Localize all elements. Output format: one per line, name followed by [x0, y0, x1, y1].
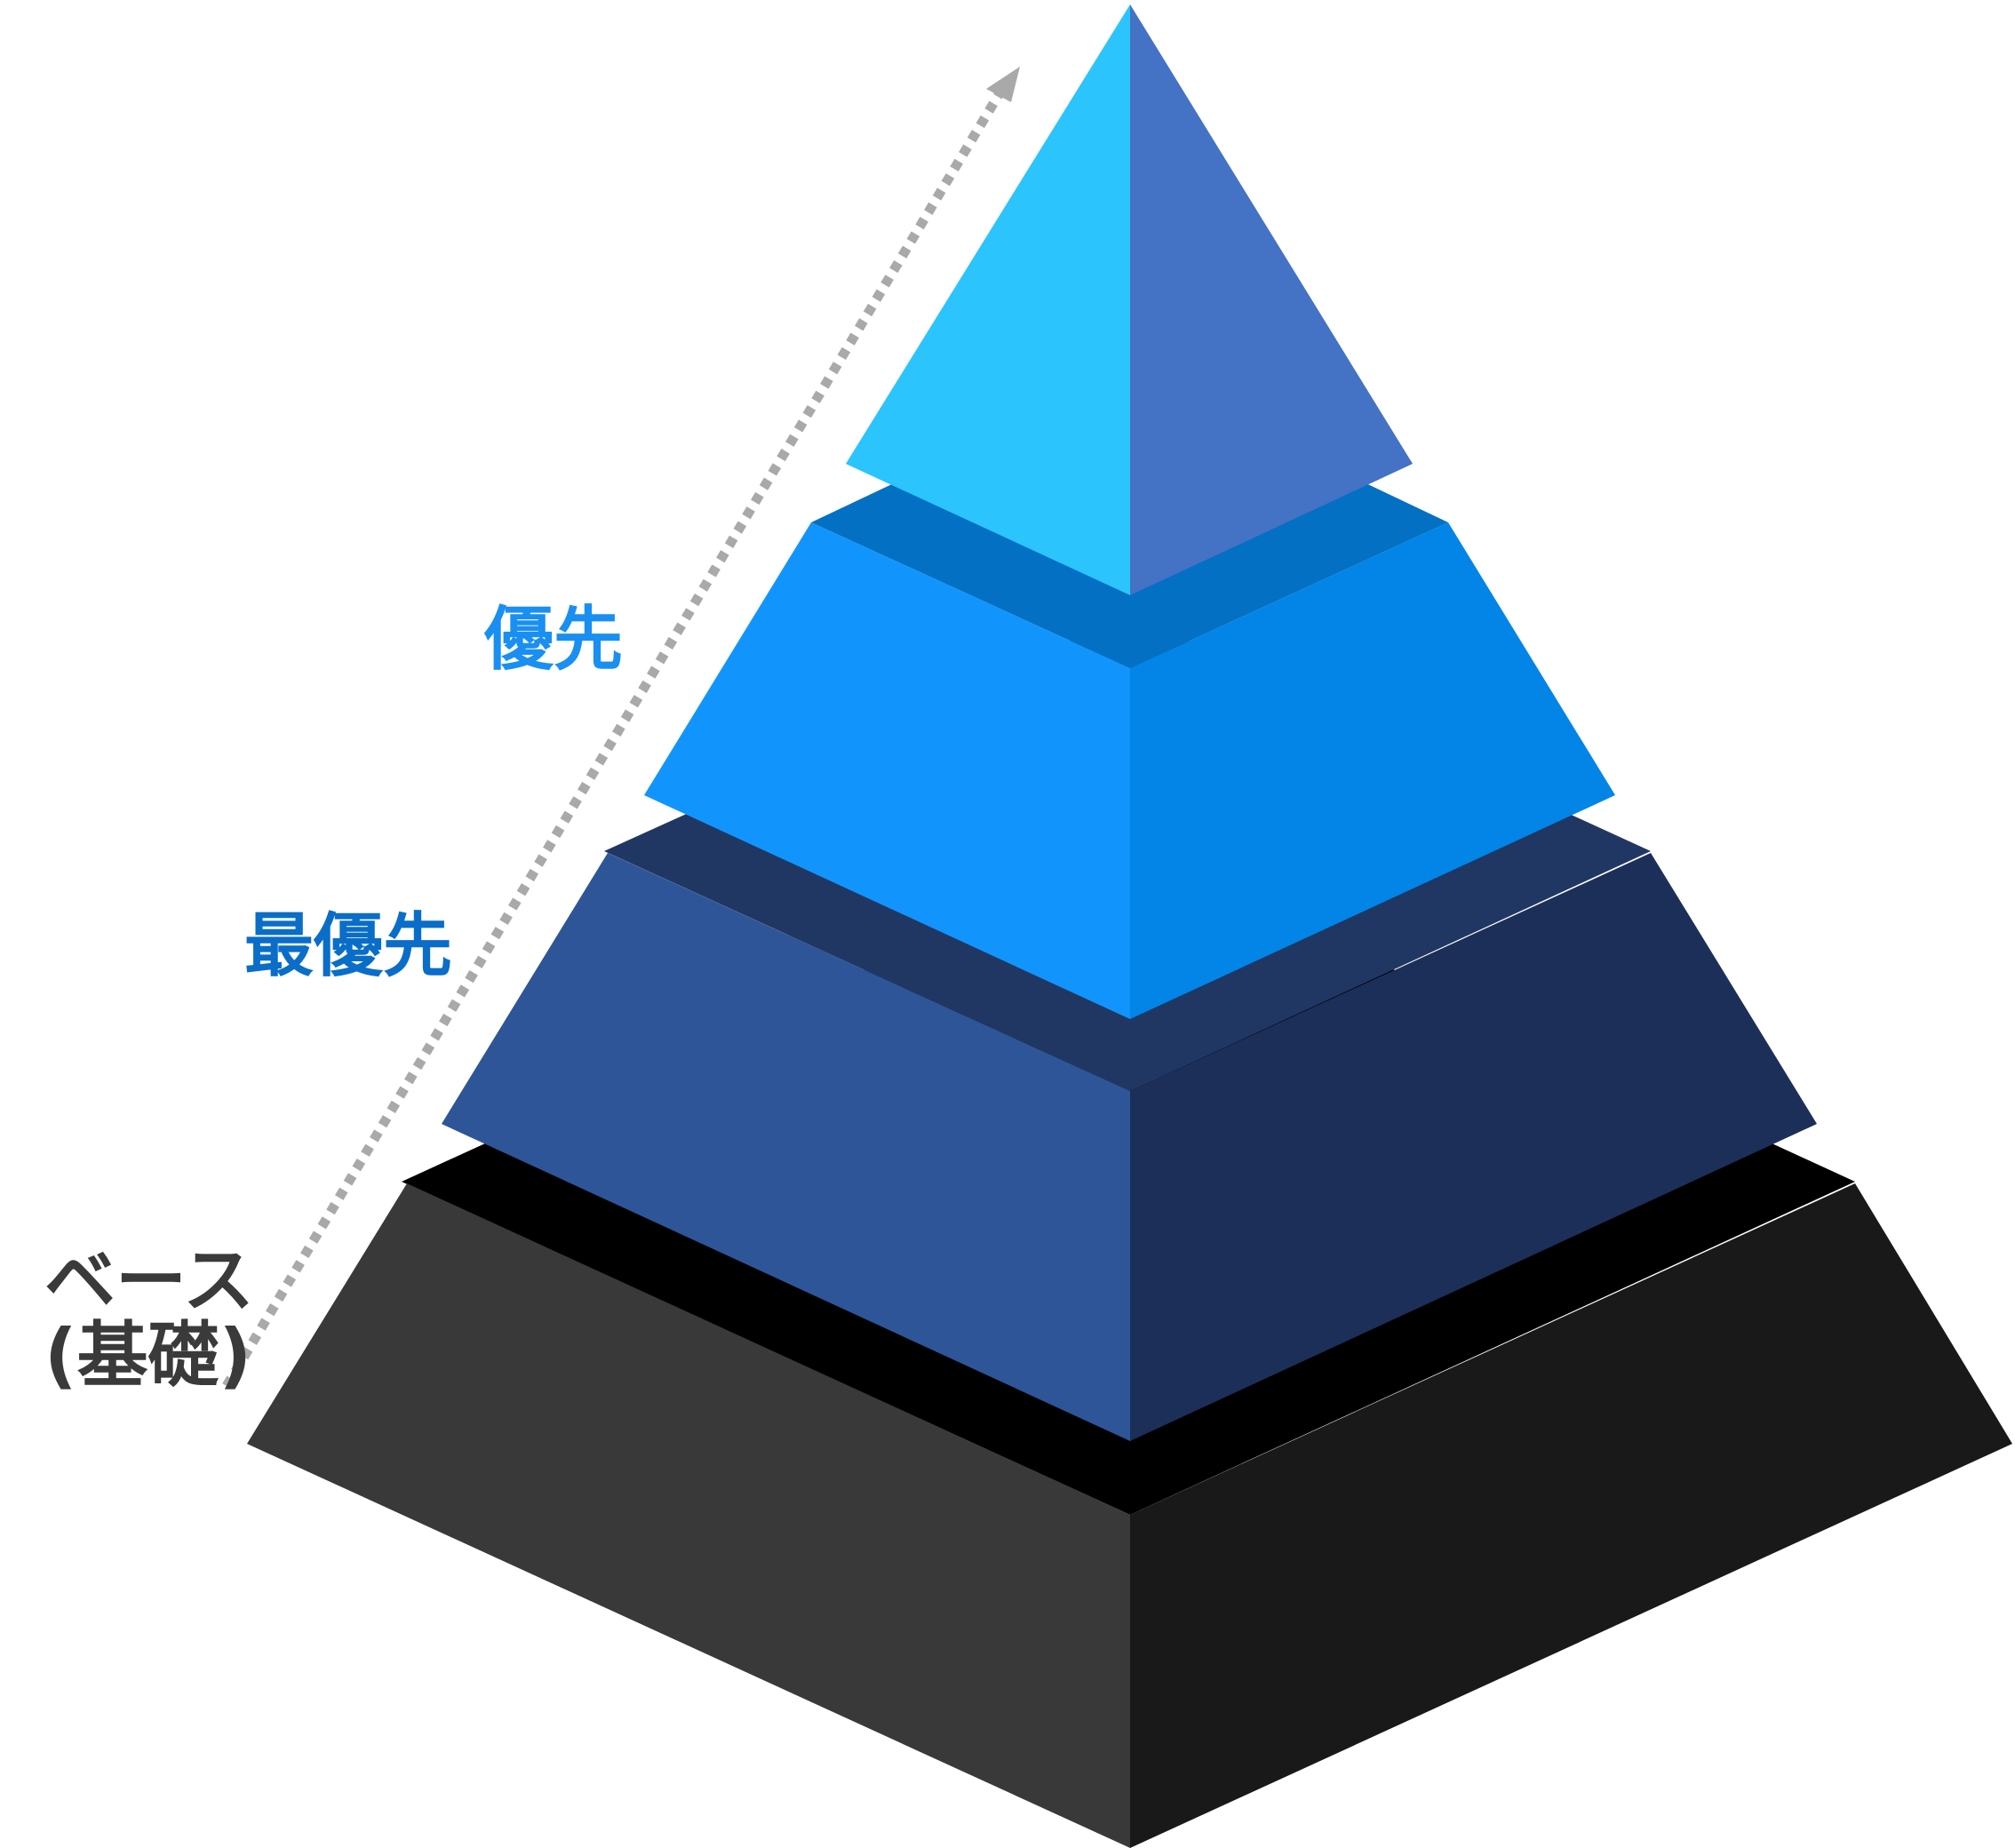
base-label: ベース (基礎) — [44, 1244, 254, 1393]
middle-tier-left-face — [442, 853, 1130, 1441]
base-label-line1: ベース — [44, 1239, 254, 1322]
base-tier-right-face — [1130, 1183, 2012, 1848]
priority-label: 優先 — [484, 600, 624, 680]
top-tier-left-face — [846, 4, 1130, 595]
top-tier-right-face — [1130, 4, 1413, 595]
priority-arrow-line — [222, 91, 1004, 1389]
priority-arrow-head — [986, 67, 1020, 102]
base-label-line2: (基礎) — [44, 1314, 252, 1397]
top-priority-label: 最優先 — [244, 906, 453, 986]
base-tier-left-face — [247, 1183, 1130, 1848]
middle-tier-right-face — [1130, 853, 1817, 1441]
upper-tier-left-face — [644, 522, 1130, 1019]
upper-tier-right-face — [1130, 522, 1615, 1019]
